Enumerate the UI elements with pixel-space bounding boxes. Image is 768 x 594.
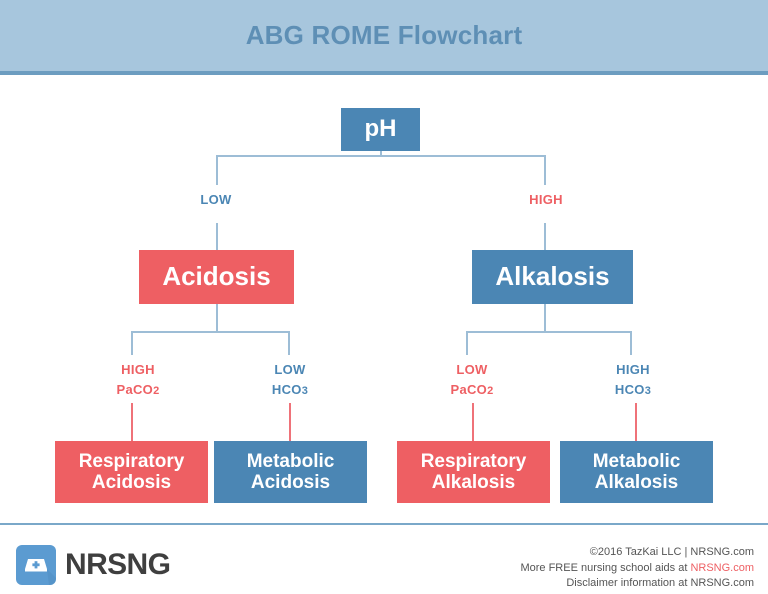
node-label-line2: Alkalosis [431,472,516,493]
disclaimer-line: Disclaimer information at NRSNG.com [566,577,754,590]
connector-acidosis-right-branch [288,331,290,355]
brand-wordmark: NRSNG [65,548,171,581]
connector-leaf-3-stem [472,403,474,441]
node-ph[interactable]: pH [341,108,420,151]
node-label-line2: Acidosis [250,472,331,493]
connector-alkalosis-horizontal [466,331,632,333]
analyte-name: PaCO [450,382,488,398]
analyte-subscript: 3 [301,385,309,398]
edge-label-line2: PaCO2 [422,380,522,400]
edge-label-low-paco2: LOW PaCO2 [422,360,522,400]
connector-acidosis-stem [216,304,218,332]
analyte-name: HCO [271,382,302,398]
promo-line-prefix: More FREE nursing school aids at [520,561,691,574]
connector-acidosis-left-branch [131,331,133,355]
edge-label-line2: PaCO2 [88,380,188,400]
footer-bar: NRSNG ©2016 TazKai LLC | NRSNG.com More … [0,523,768,594]
analyte-subscript: 2 [153,385,160,398]
brand-logo[interactable]: NRSNG [16,545,171,585]
analyte-subscript: 3 [644,385,652,398]
edge-label-ph-low: LOW [200,192,232,207]
node-label-line1: Metabolic [246,450,335,472]
node-label-line2: Alkalosis [594,472,679,493]
promo-line: More FREE nursing school aids at NRSNG.c… [520,561,754,577]
node-acidosis-label: Acidosis [162,261,271,292]
copyright-line: ©2016 TazKai LLC | NRSNG.com [589,546,754,558]
node-alkalosis[interactable]: Alkalosis [472,250,633,304]
node-acidosis[interactable]: Acidosis [139,250,294,304]
edge-label-ph-high: HIGH [529,192,563,207]
analyte-name: HCO [614,382,645,398]
edge-label-high-hco3: HIGH HCO3 [583,360,683,400]
connector-alkalosis-drop [544,223,546,250]
edge-label-line1: LOW [274,362,306,377]
edge-label-low-hco3: LOW HCO3 [240,360,340,400]
edge-label-line2: HCO3 [240,380,340,400]
flowchart-canvas: pH LOW HIGH Acidosis Alkalosis HIGH PaCO… [0,75,768,523]
footer-legal-text: ©2016 TazKai LLC | NRSNG.com More FREE n… [520,545,754,592]
connector-ph-stem [380,151,382,156]
edge-label-line1: LOW [456,362,488,377]
edge-label-line1: HIGH [121,362,155,377]
node-metabolic-alkalosis[interactable]: Metabolic Alkalosis [560,441,713,503]
connector-leaf-2-stem [289,403,291,441]
edge-label-line1: HIGH [616,362,650,377]
connector-ph-horizontal [216,155,546,157]
nrsng-link[interactable]: NRSNG.com [690,561,754,574]
connector-alkalosis-left-branch [466,331,468,355]
node-label-line2: Acidosis [91,472,172,493]
connector-ph-to-acidosis [216,155,218,185]
edge-label-line2: HCO3 [583,380,683,400]
node-respiratory-alkalosis[interactable]: Respiratory Alkalosis [397,441,550,503]
connector-ph-to-alkalosis [544,155,546,185]
nurse-cap-icon [16,545,56,585]
analyte-name: PaCO [116,382,154,398]
node-label-line1: Metabolic [592,450,681,472]
connector-alkalosis-stem [544,304,546,332]
analyte-subscript: 2 [487,385,494,398]
connector-leaf-1-stem [131,403,133,441]
connector-alkalosis-right-branch [630,331,632,355]
node-respiratory-acidosis[interactable]: Respiratory Acidosis [55,441,208,503]
node-label-line1: Respiratory [420,450,527,472]
page-title: ABG ROME Flowchart [245,20,523,50]
node-ph-label: pH [364,115,397,143]
connector-acidosis-horizontal [131,331,290,333]
node-label-line1: Respiratory [78,450,185,472]
node-alkalosis-label: Alkalosis [495,261,610,292]
node-metabolic-acidosis[interactable]: Metabolic Acidosis [214,441,367,503]
header-bar: ABG ROME Flowchart [0,0,768,75]
connector-leaf-4-stem [635,403,637,441]
edge-label-high-paco2: HIGH PaCO2 [88,360,188,400]
connector-acidosis-drop [216,223,218,250]
